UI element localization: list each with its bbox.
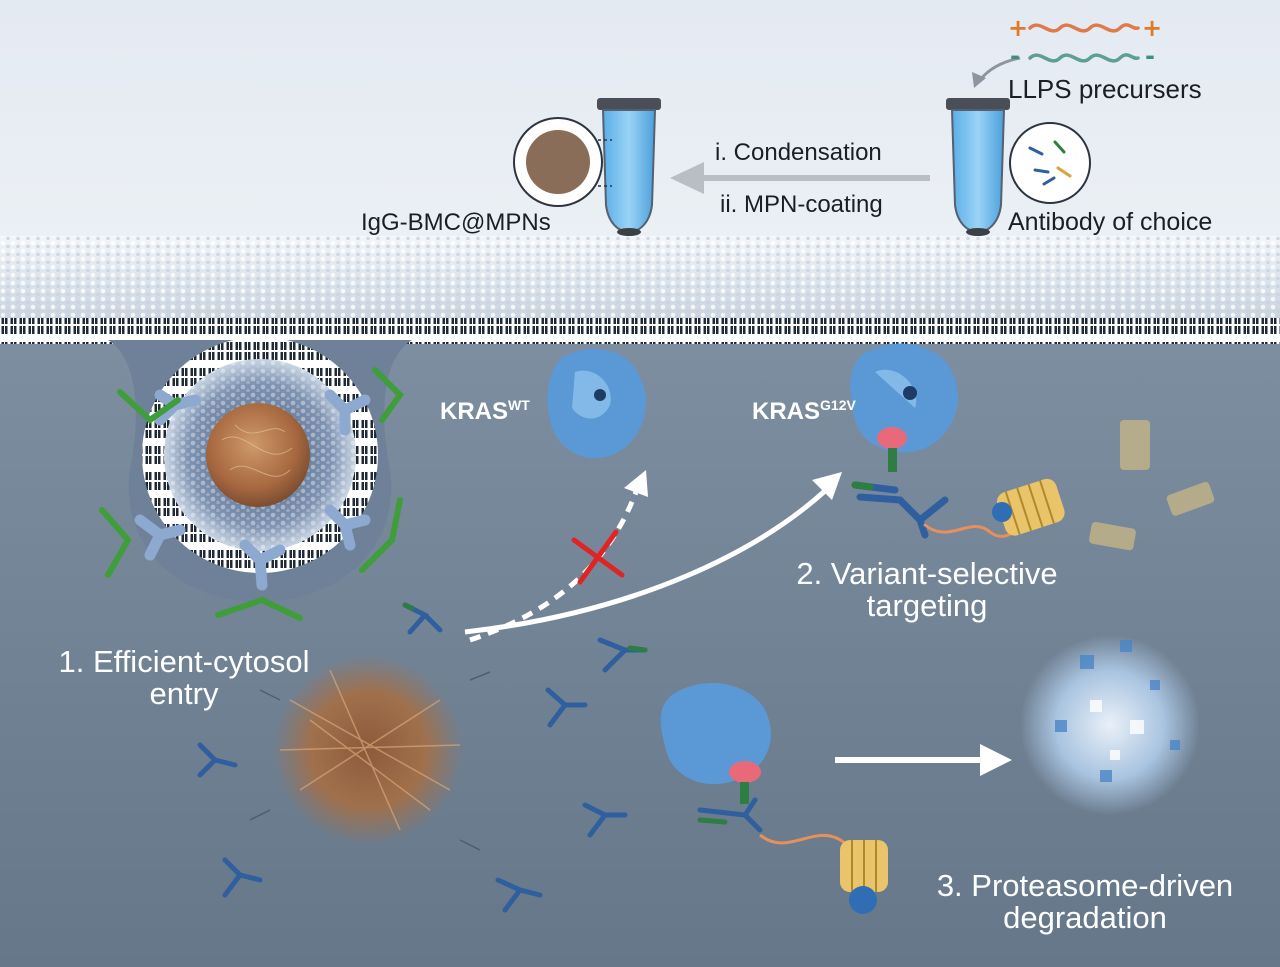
targeting-arrowhead (812, 472, 842, 500)
antibody-icon (851, 481, 1042, 539)
degradation-arrowhead (980, 744, 1012, 776)
free-antibodies (197, 602, 763, 913)
kras-wt-protein (547, 348, 646, 459)
llps-precursors (1028, 23, 1140, 63)
targeting-arrow (464, 488, 828, 635)
step2-line1: 2. Variant-selective (796, 556, 1058, 591)
membrane-bilayer (0, 318, 1280, 344)
condensate-cluster (249, 655, 491, 851)
step1-line1: 1. Efficient-cytosol (58, 644, 310, 679)
kras-wt-main: KRAS (440, 398, 509, 425)
step3-line2: degradation (1003, 900, 1167, 935)
antibody-green-ends (402, 602, 728, 825)
green-ligands (99, 367, 404, 621)
proteasome-icon (992, 478, 1065, 536)
tube-icon (597, 98, 661, 236)
mpn-coating-label: ii. MPN-coating (720, 191, 883, 218)
condensation-label: i. Condensation (715, 139, 882, 166)
membrane-surface (0, 236, 1280, 322)
charge-plus-left: + (1008, 14, 1029, 42)
kras-g12v-label: KRASG12V (752, 390, 856, 427)
kras-g12v-sup: G12V (820, 397, 856, 413)
red-x-icon (571, 529, 625, 585)
llps-arrowhead (972, 72, 986, 88)
charge-plus-right: + (1142, 14, 1163, 42)
step2-line2: targeting (866, 588, 988, 623)
step3-line1: 3. Proteasome-driven (936, 868, 1234, 903)
vesicle-antibodies (134, 389, 371, 591)
condensate-icon (206, 403, 310, 507)
kras-wt-sup: WT (508, 397, 530, 413)
blocked-arrowhead (624, 470, 648, 497)
degraded-fragments (1020, 635, 1200, 815)
magnifier-left (513, 117, 612, 207)
llps-label: LLPS precursers (1008, 74, 1202, 104)
process-arrowhead (670, 162, 704, 194)
tube-icon-right (946, 98, 1010, 236)
kras-g12v-protein (850, 343, 958, 472)
kras-g12v-main: KRAS (752, 398, 821, 425)
step3-label: 3. Proteasome-driven degradation (905, 870, 1265, 934)
step1-line2: entry (149, 676, 219, 711)
antibody-label: Antibody of choice (1008, 208, 1213, 236)
charge-minus-right: - (1145, 42, 1155, 70)
kras-wt-label: KRASWT (440, 390, 530, 427)
step2-label: 2. Variant-selective targeting (762, 558, 1092, 622)
step1-label: 1. Efficient-cytosol entry (28, 646, 340, 710)
charge-minus-left: - (1010, 42, 1020, 70)
magnifier-right (1009, 122, 1091, 204)
blocked-arrow (469, 491, 639, 643)
background-proteasomes (1089, 420, 1215, 551)
product-label: IgG-BMC@MPNs (361, 209, 551, 236)
degrading-complex (660, 683, 888, 914)
